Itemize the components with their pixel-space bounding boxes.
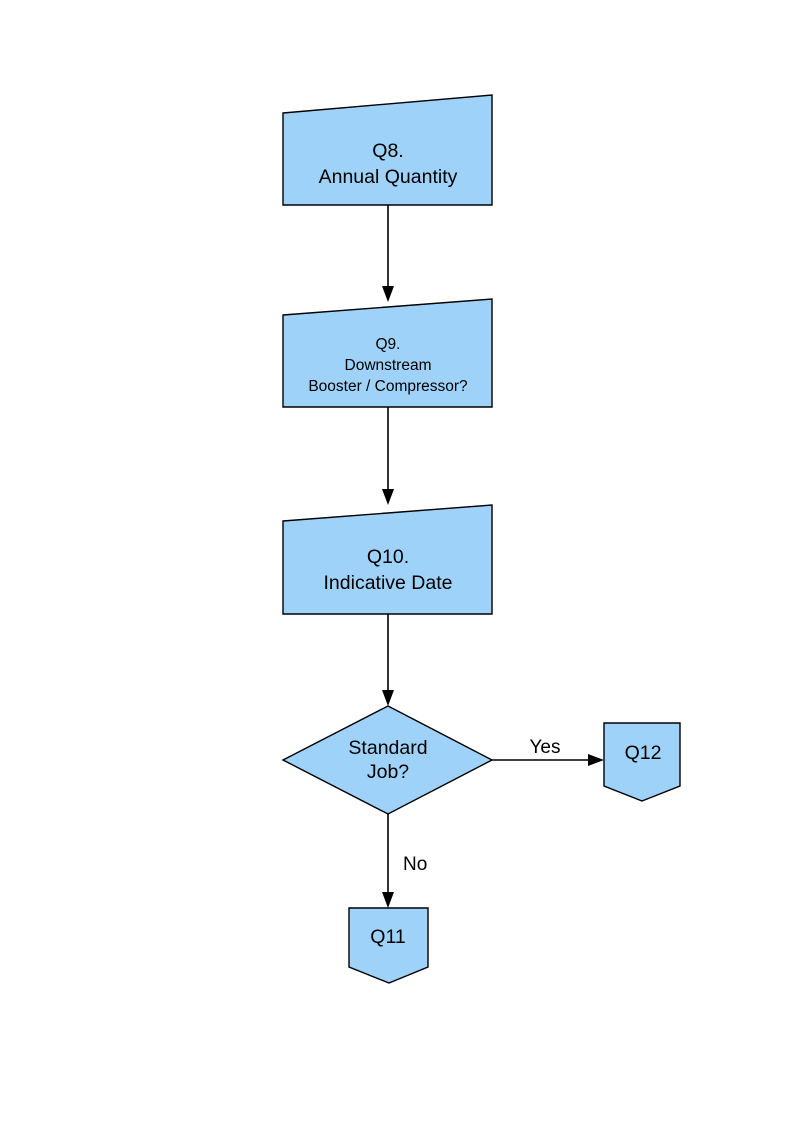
q11-shape[interactable] [348, 907, 429, 984]
q10-label-line1: Q10. [367, 546, 409, 568]
edge-q9-q10 [382, 407, 394, 505]
q12-label: Q12 [625, 742, 662, 764]
q9-shape[interactable] [282, 298, 493, 408]
node-decision-standard-job[interactable]: Standard Job? [281, 705, 494, 815]
q12-shape[interactable] [603, 722, 681, 802]
node-q11[interactable]: Q11 [348, 907, 429, 984]
edge-decision-q11-arrowhead [382, 892, 394, 908]
q9-label-line3: Booster / Compressor? [308, 378, 468, 395]
node-q12[interactable]: Q12 [603, 722, 681, 802]
decision-label-line2: Job? [367, 761, 409, 783]
edge-q9-q10-arrowhead [382, 489, 394, 505]
edge-q8-q9 [382, 205, 394, 302]
node-q10[interactable]: Q10. Indicative Date [282, 504, 493, 615]
edge-decision-q12: Yes [492, 737, 604, 766]
q8-label-line2: Annual Quantity [319, 166, 458, 188]
q10-label-line2: Indicative Date [324, 572, 453, 594]
q8-label-line1: Q8. [372, 140, 403, 162]
edge-label-yes: Yes [530, 737, 561, 758]
decision-shape[interactable] [281, 705, 494, 815]
node-q9[interactable]: Q9. Downstream Booster / Compressor? [282, 298, 493, 408]
decision-label-line1: Standard [348, 737, 427, 759]
q8-shape[interactable] [282, 94, 493, 206]
edge-q8-q9-arrowhead [382, 286, 394, 302]
edge-decision-q11: No [382, 814, 427, 908]
q9-label-line2: Downstream [345, 357, 432, 374]
edge-label-no: No [403, 854, 427, 875]
edge-decision-q12-arrowhead [588, 754, 604, 766]
q10-shape[interactable] [282, 504, 493, 615]
edge-q10-decision [382, 614, 394, 706]
edge-q10-decision-arrowhead [382, 690, 394, 706]
node-q8[interactable]: Q8. Annual Quantity [282, 94, 493, 206]
q9-label-line1: Q9. [376, 336, 401, 353]
q11-label: Q11 [370, 926, 405, 948]
